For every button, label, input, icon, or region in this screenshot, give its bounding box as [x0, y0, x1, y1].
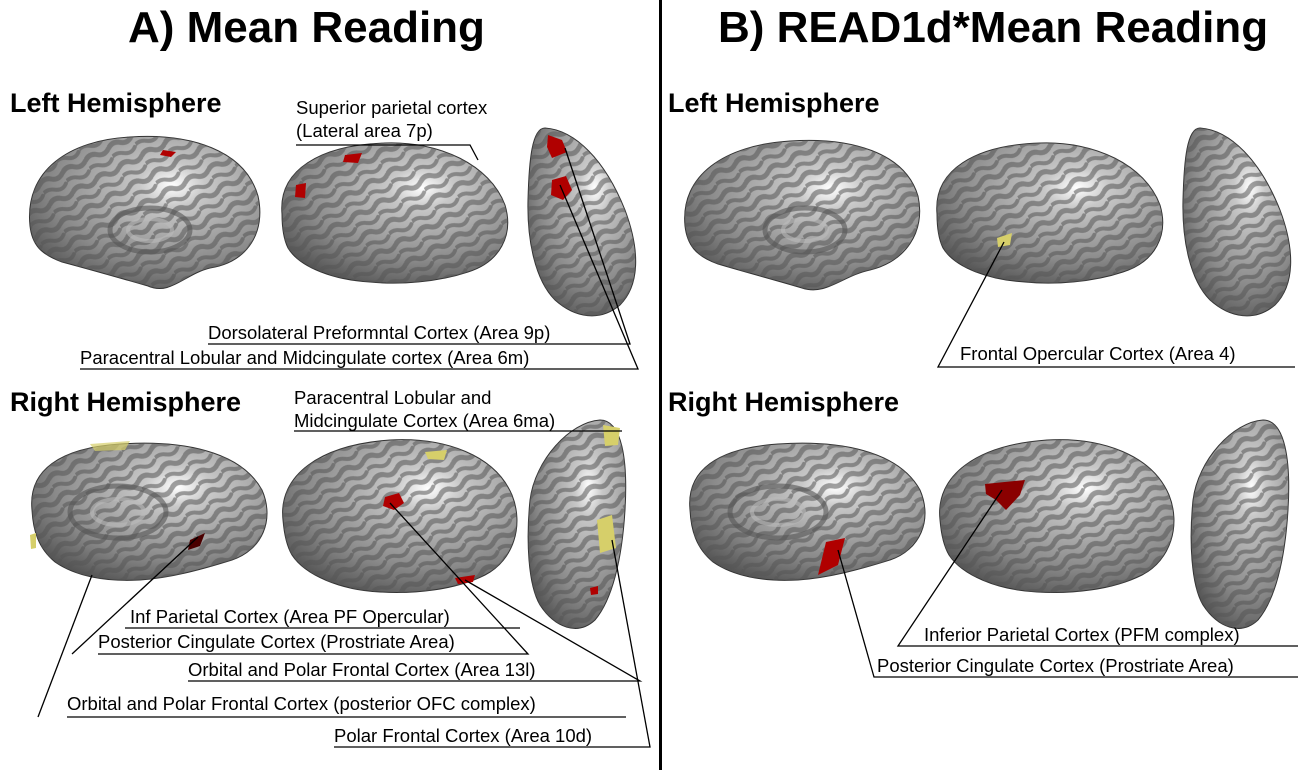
b-right-medial-brain	[690, 443, 925, 580]
b-left-medial-brain	[685, 140, 920, 289]
a-right-medial-brain	[30, 441, 267, 580]
b-left-hemisphere-heading: Left Hemisphere	[668, 90, 880, 117]
b-right-hemisphere-heading: Right Hemisphere	[668, 389, 899, 416]
label-polar-10d: Polar Frontal Cortex (Area 10d)	[334, 727, 592, 746]
activation-spot	[603, 425, 620, 446]
label-inferior-parietal-b: Inferior Parietal Cortex (PFM complex)	[924, 626, 1240, 645]
a-left-hemisphere-heading: Left Hemisphere	[10, 90, 222, 117]
a-right-dorsal-brain	[528, 420, 626, 628]
label-paracentral-6ma: Paracentral Lobular and Midcingulate Cor…	[294, 386, 555, 432]
label-posterior-cingulate-a: Posterior Cingulate Cortex (Prostriate A…	[98, 633, 455, 652]
label-orbital-pofc: Orbital and Polar Frontal Cortex (poster…	[67, 695, 536, 714]
activation-spot	[295, 183, 306, 198]
a-right-lateral-brain	[283, 440, 517, 593]
a-left-lateral-brain	[282, 143, 508, 283]
label-frontal-opercular: Frontal Opercular Cortex (Area 4)	[960, 345, 1236, 364]
b-left-lateral-brain	[937, 143, 1163, 283]
activation-spot	[30, 533, 36, 549]
label-superior-parietal: Superior parietal cortex (Lateral area 7…	[296, 96, 487, 142]
activation-spot	[90, 441, 130, 451]
b-left-dorsal-brain	[1183, 128, 1291, 316]
label-posterior-cingulate-b: Posterior Cingulate Cortex (Prostriate A…	[877, 657, 1234, 676]
panel-a-title: A) Mean Reading	[128, 6, 485, 50]
label-paracentral-6m: Paracentral Lobular and Midcingulate cor…	[80, 349, 529, 368]
a-left-medial-brain	[29, 136, 259, 288]
label-inf-parietal: Inf Parietal Cortex (Area PF Opercular)	[130, 608, 450, 627]
a-left-dorsal-brain	[528, 128, 636, 316]
b-right-lateral-brain	[940, 440, 1174, 593]
label-dlpfc: Dorsolateral Preformntal Cortex (Area 9p…	[208, 324, 550, 343]
panel-b-title: B) READ1d*Mean Reading	[718, 6, 1268, 50]
label-orbital-13l: Orbital and Polar Frontal Cortex (Area 1…	[188, 661, 536, 680]
a-right-hemisphere-heading: Right Hemisphere	[10, 389, 241, 416]
b-right-dorsal-brain	[1191, 420, 1289, 628]
